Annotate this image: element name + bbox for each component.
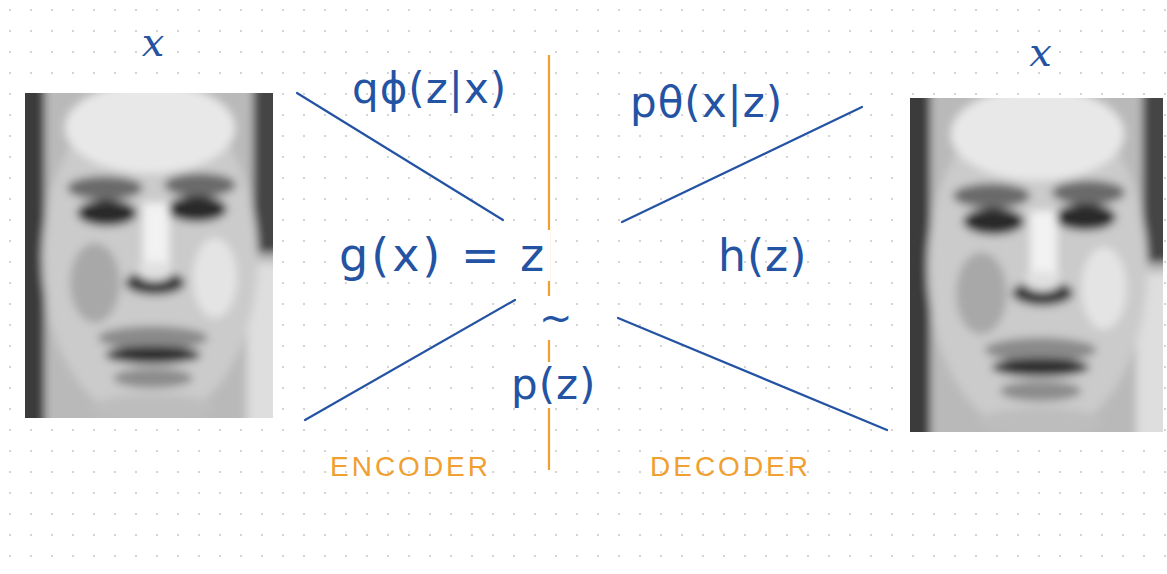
formula-label: ~	[536, 296, 576, 340]
variable-label: x	[25, 22, 281, 62]
formula-label: g(x) = z	[336, 230, 550, 281]
face-image	[900, 88, 1167, 448]
image-panel: x	[25, 22, 281, 420]
variable-label: x	[910, 32, 1167, 72]
section-label: DECODER	[650, 452, 811, 483]
formula-label: p(z)	[508, 362, 599, 408]
formula-label: h(z)	[718, 232, 807, 280]
section-label: ENCODER	[330, 452, 491, 483]
formula-label: qϕ(z|x)	[352, 66, 507, 112]
face-image	[15, 83, 287, 433]
bowtie-lines	[297, 93, 887, 430]
formula-label: pθ(x|z)	[630, 80, 783, 126]
image-panel: x	[910, 32, 1167, 432]
